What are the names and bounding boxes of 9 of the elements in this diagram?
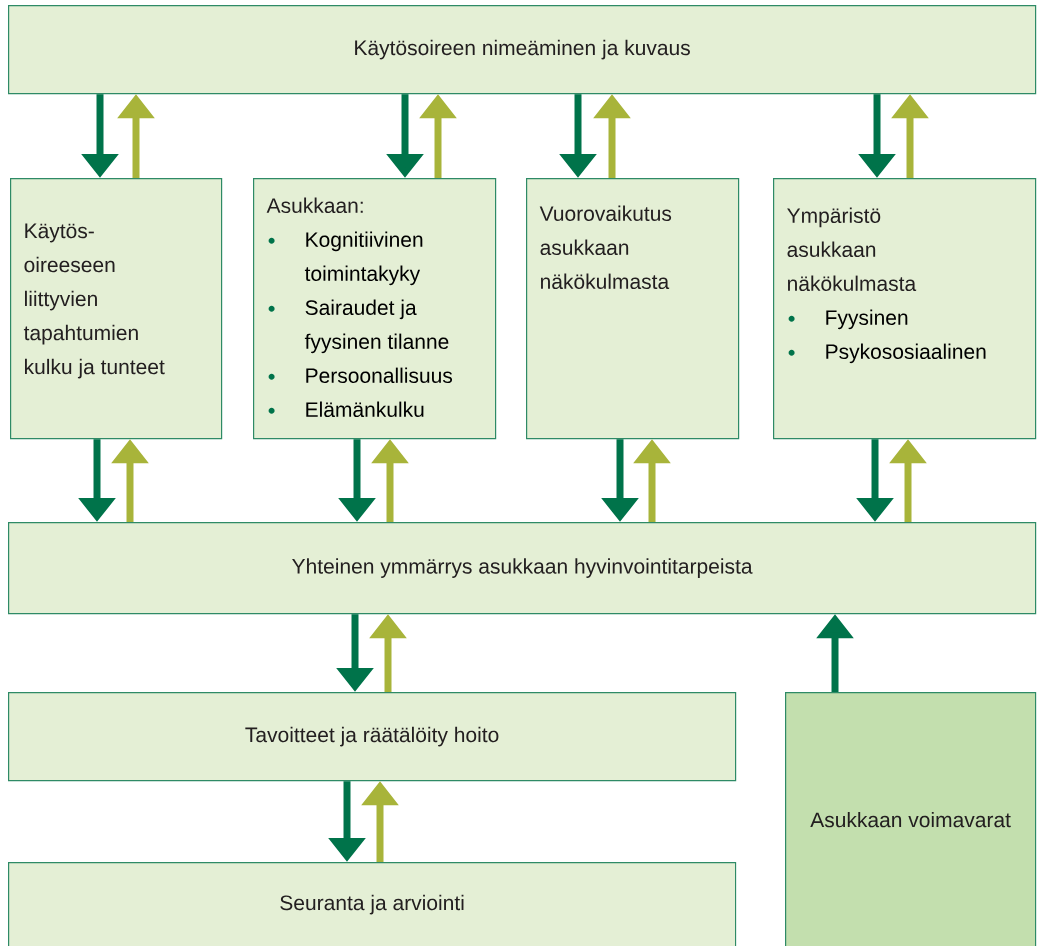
process-box: Ympäristö asukkaan näkökulmasta Fyysinen Psykososiaalinen	[773, 178, 1037, 440]
process-box: Asukkaan: Kognitiivinen toimintakyky Sairaudet ja fyysinen tilanne Persoonallisuus Elämänkulku	[253, 178, 497, 440]
process-box: Käytösoireen nimeäminen ja kuvaus	[8, 5, 1037, 95]
process-box: Yhteinen ymmärrys asukkaan hyvinvointitarpeista	[8, 522, 1037, 615]
process-box: Tavoitteet ja räätälöity hoito	[8, 692, 737, 782]
process-box: Asukkaan voimavarat	[785, 692, 1037, 946]
process-box: Seuranta ja arviointi	[8, 862, 737, 946]
process-box: Vuorovaikutus asukkaan näkökulmasta	[526, 178, 740, 440]
process-box: Käytös- oireeseen liittyvien tapahtumien kulku ja tunteet	[10, 178, 223, 440]
